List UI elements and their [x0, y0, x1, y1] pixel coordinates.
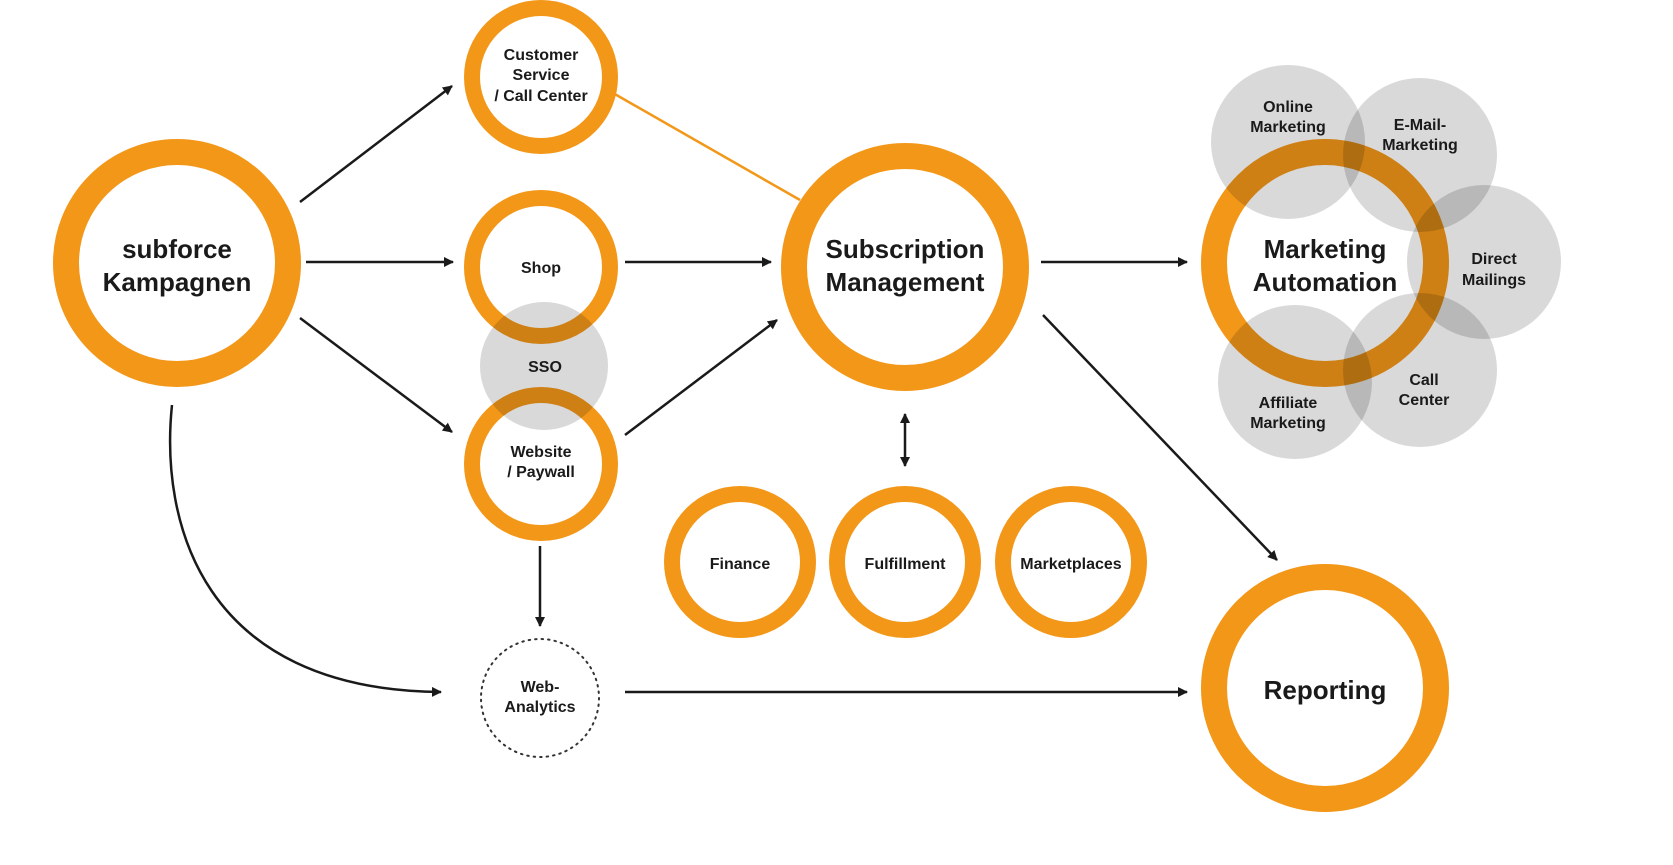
node-shop: Shop	[464, 190, 618, 344]
node-label: Marketing	[1264, 234, 1387, 264]
node-label: Marketing	[1382, 137, 1458, 154]
node-finance: Finance	[664, 486, 816, 638]
node-marketing-automation: Marketing Automation Online Marketing E-…	[1201, 65, 1561, 459]
node-label: Direct	[1471, 251, 1517, 268]
arrow-kampagnen-to-web-analytics	[168, 404, 442, 697]
node-label: / Call Center	[494, 88, 587, 105]
node-subscription-management: Subscription Management	[781, 143, 1029, 391]
node-label: SSO	[528, 359, 562, 376]
node-label: E-Mail-	[1394, 117, 1446, 134]
node-customer-service: Customer Service / Call Center	[464, 0, 618, 154]
node-label: subforce	[122, 234, 232, 264]
email-marketing-circle	[1343, 78, 1497, 232]
arrow-kampagnen-to-website	[299, 317, 453, 433]
node-reporting: Reporting	[1201, 564, 1449, 812]
node-label: Mailings	[1462, 272, 1526, 289]
node-label: Customer	[504, 47, 579, 64]
node-label: Management	[826, 267, 985, 297]
node-label: Shop	[521, 260, 561, 277]
node-label: Affiliate	[1259, 395, 1318, 412]
line-customer-service-to-subscription	[612, 91, 801, 202]
node-label: Marketplaces	[1020, 556, 1121, 573]
node-label: Center	[1399, 392, 1450, 409]
direct-mailings-circle	[1407, 185, 1561, 339]
node-subforce-kampagnen: subforce Kampagnen	[53, 139, 301, 387]
node-web-analytics: Web- Analytics	[480, 638, 600, 758]
call-center-circle	[1343, 293, 1497, 447]
node-label: Call	[1409, 372, 1438, 389]
node-label: Service	[513, 67, 570, 84]
arrow-website-to-subscription	[624, 319, 778, 436]
node-label: Web-	[521, 679, 560, 696]
arrow-kampagnen-to-customer-service	[299, 85, 453, 203]
affiliate-marketing-circle	[1218, 305, 1372, 459]
node-website-paywall: Website / Paywall	[464, 387, 618, 541]
node-label: Website	[510, 444, 571, 461]
node-sso: SSO	[480, 302, 608, 430]
node-label: / Paywall	[507, 464, 575, 481]
node-label: Subscription	[826, 234, 985, 264]
node-label: Fulfillment	[865, 556, 947, 573]
arrow-subscription-to-reporting	[1042, 314, 1278, 561]
node-fulfillment: Fulfillment	[829, 486, 981, 638]
node-label: Finance	[710, 556, 771, 573]
online-marketing-circle	[1211, 65, 1365, 219]
node-label: Marketing	[1250, 415, 1326, 432]
node-marketplaces: Marketplaces	[995, 486, 1147, 638]
node-label: Online	[1263, 99, 1313, 116]
connectors	[168, 85, 1278, 697]
node-label: Kampagnen	[103, 267, 252, 297]
node-label: Analytics	[504, 699, 575, 716]
node-label: Automation	[1253, 267, 1397, 297]
node-label: Marketing	[1250, 119, 1326, 136]
node-label: Reporting	[1264, 675, 1387, 705]
